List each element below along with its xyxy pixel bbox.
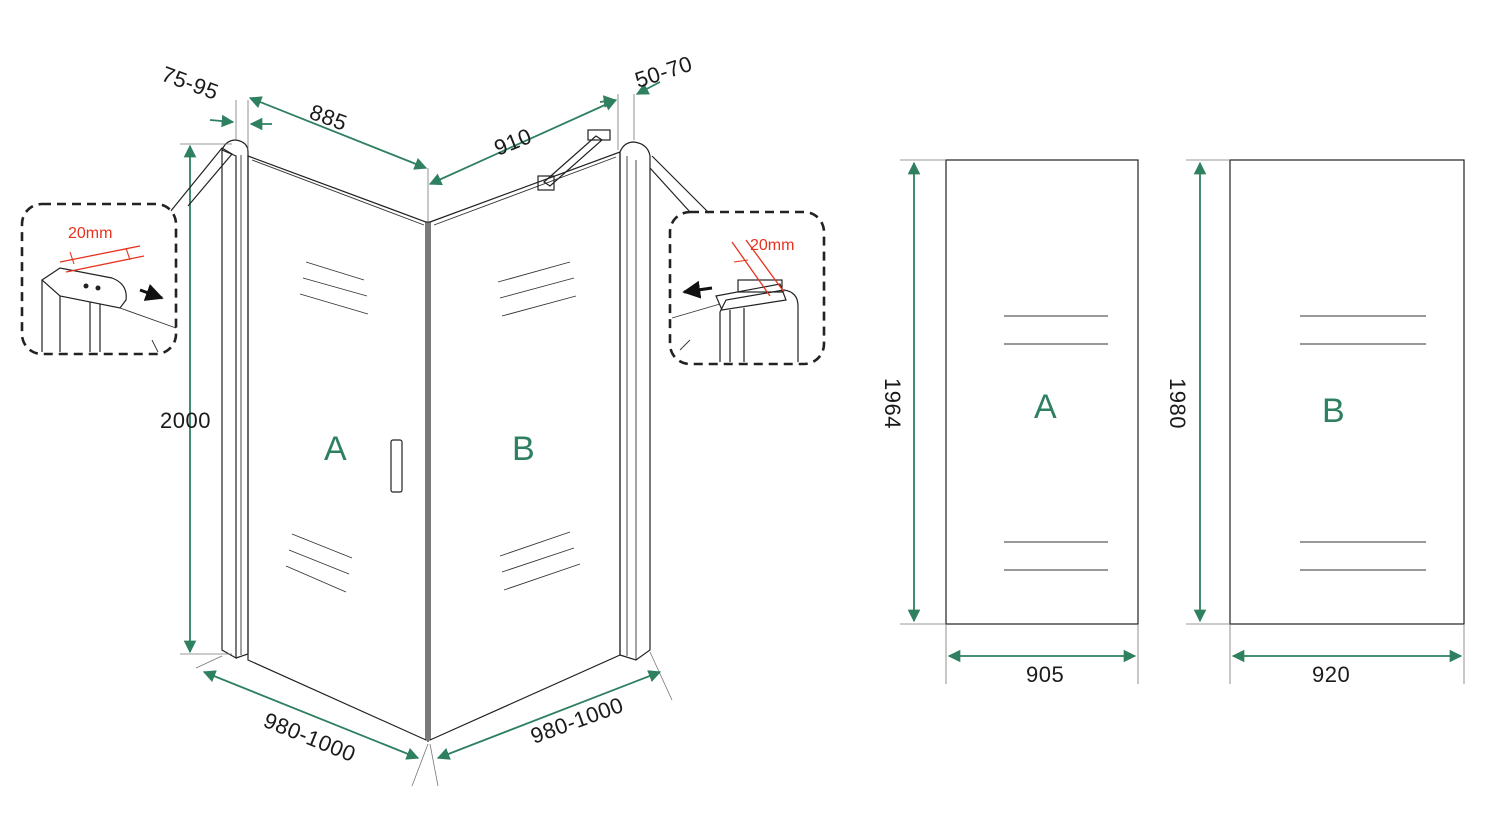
top-a-label: 885 xyxy=(306,99,350,136)
right-gap-label: 20mm xyxy=(750,237,794,254)
panel-b-flat xyxy=(1186,159,1465,684)
right-detail-callout xyxy=(649,155,826,366)
top-a-dimension xyxy=(248,96,428,170)
top-b-dimension xyxy=(428,98,618,186)
panel-a-3d xyxy=(247,155,427,741)
bottom-b-dimension xyxy=(436,670,662,760)
panel-a-letter: A xyxy=(1034,388,1057,426)
right-adjust-label: 50-70 xyxy=(632,51,696,93)
door-handle xyxy=(390,439,403,493)
left-detail-callout xyxy=(20,147,233,356)
top-b-label: 910 xyxy=(491,123,536,160)
labels: 2000 75-95 50-70 885 910 980-1000 980-10… xyxy=(68,51,1350,767)
panel-a-letter-3d: A xyxy=(324,430,347,468)
panel-b-height-label: 1980 xyxy=(1165,378,1190,429)
left-gap-label: 20mm xyxy=(68,225,112,242)
height-label: 2000 xyxy=(160,408,211,433)
enclosure-3d xyxy=(180,94,673,787)
panel-b-letter-3d: B xyxy=(512,430,535,468)
bottom-b-label: 980-1000 xyxy=(527,692,627,749)
left-wall-profile xyxy=(221,139,249,660)
bottom-a-label: 980-1000 xyxy=(260,707,359,767)
panel-a-width-label: 905 xyxy=(1026,662,1064,687)
left-adjust-label: 75-95 xyxy=(158,61,222,105)
panel-a-flat xyxy=(900,159,1139,684)
panel-b-letter: B xyxy=(1322,392,1345,430)
right-wall-profile xyxy=(619,141,651,661)
bottom-a-dimension xyxy=(202,670,420,760)
panel-b-width-label: 920 xyxy=(1312,662,1350,687)
panel-a-height-label: 1964 xyxy=(880,378,905,429)
enclosure-dimension-lines xyxy=(183,81,662,760)
